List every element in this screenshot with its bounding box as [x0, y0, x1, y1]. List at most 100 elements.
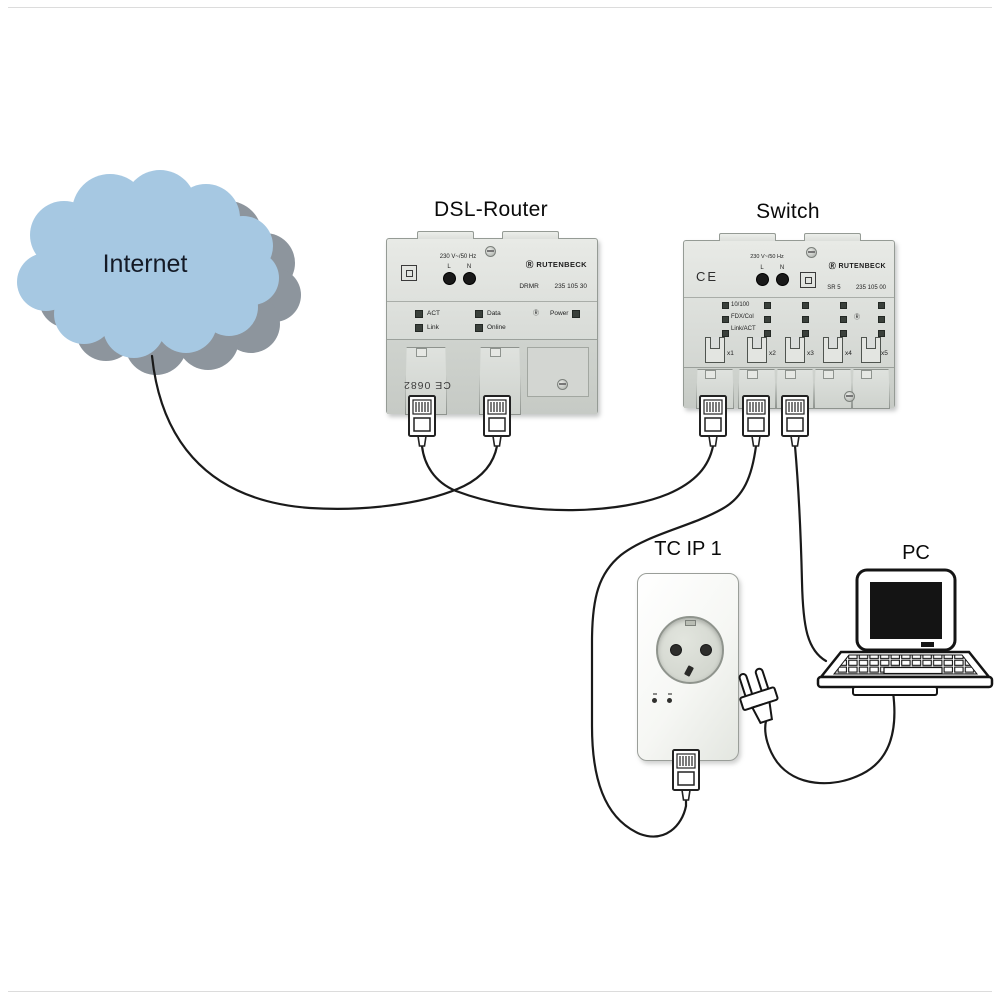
switch-title: Switch — [756, 200, 820, 223]
din-clip — [719, 233, 776, 241]
led-online: Online — [475, 324, 506, 332]
panel-divider — [684, 297, 894, 298]
terminal-l-label: L — [760, 265, 764, 271]
socket-hole-right — [700, 644, 712, 656]
cable-dsl-router-to-switch — [420, 444, 715, 512]
pc-laptop — [816, 568, 994, 696]
socket-hole-left — [670, 644, 682, 656]
port-label-x4: x4 — [845, 350, 852, 357]
cable-pc-to-power-plug — [764, 690, 896, 785]
switch-port-cover — [814, 369, 852, 409]
led-square — [415, 310, 423, 318]
terminal-n — [463, 272, 476, 285]
din-clip — [502, 231, 559, 239]
switch-r-mark: Ⓡ — [854, 315, 861, 321]
protection-class-icon — [401, 265, 417, 281]
port-label-x2: x2 — [769, 350, 776, 357]
led-square — [475, 324, 483, 332]
pc-screen — [870, 582, 942, 639]
led-row-label-link: Link/ACT — [731, 326, 756, 332]
router-brand: Ⓡ RUTENBECK — [525, 260, 587, 269]
pc-spacebar — [883, 666, 943, 675]
tcip-device — [637, 573, 739, 761]
terminal-n-label: N — [779, 265, 785, 271]
terminal-l — [443, 272, 456, 285]
pc-title: PC — [902, 542, 930, 564]
rj45-plug-router-port2 — [483, 395, 511, 447]
led-row-label-duplex: FDX/Col — [731, 314, 754, 320]
panel-divider — [387, 301, 597, 302]
internet-label: Internet — [102, 250, 188, 278]
dsl-router-device: 230 V~/50 Hz L N Ⓡ RUTENBECK DRMR 235 10… — [386, 231, 598, 415]
led-square — [572, 310, 581, 318]
internet-cloud — [17, 170, 279, 358]
screw-icon — [485, 246, 496, 257]
port-label-x1: x1 — [727, 350, 734, 357]
cable-switch-to-pc — [793, 444, 828, 663]
screw-icon — [806, 247, 817, 258]
switch-ce-mark: CE — [695, 269, 719, 284]
led-data: Data — [475, 310, 501, 318]
tcip-title: TC IP 1 — [654, 538, 722, 560]
screw-icon — [557, 379, 568, 390]
din-clip — [804, 233, 861, 241]
switch-led-column-2 — [764, 302, 771, 337]
switch-port-x2 — [747, 337, 767, 363]
led-power: Power — [550, 310, 581, 318]
switch-port-x5 — [861, 337, 881, 363]
switch-led-column-5 — [878, 302, 885, 337]
switch-brand: Ⓡ RUTENBECK — [828, 263, 886, 270]
port-label-x3: x3 — [807, 350, 814, 357]
router-part-number: 235 105 30 — [554, 283, 587, 290]
schuko-socket — [656, 616, 724, 684]
router-model: DRMR — [519, 283, 539, 290]
led-tick — [653, 693, 657, 695]
led-square — [415, 324, 423, 332]
switch-led-column-3 — [802, 302, 809, 337]
cable-switch-to-tcip — [590, 444, 758, 838]
rj45-plug-switch-x2 — [742, 395, 770, 447]
rj45-plug-router-port1 — [408, 395, 436, 447]
power-plug — [738, 667, 779, 725]
router-voltage-label: 230 V~/50 Hz — [439, 254, 477, 260]
switch-led-column-4 — [840, 302, 847, 337]
socket-top-notch — [685, 620, 696, 626]
rutenbeck-logo: Ⓡ — [828, 263, 837, 270]
dsl-router-title: DSL-Router — [434, 198, 548, 221]
pc-screen-logo — [921, 642, 934, 647]
led-row-label-speed: 10/100 — [731, 302, 750, 308]
led-tick — [668, 693, 672, 695]
din-clip — [417, 231, 474, 239]
switch-port-x3 — [785, 337, 805, 363]
switch-port-x1 — [705, 337, 725, 363]
led-square — [475, 310, 483, 318]
rj45-plug-switch-x1 — [699, 395, 727, 447]
switch-voltage-label: 230 V~/50 Hz — [750, 254, 784, 260]
rj45-plug-tcip — [672, 749, 700, 801]
rutenbeck-logo: Ⓡ — [525, 260, 534, 269]
terminal-n-label: N — [466, 264, 472, 270]
tcip-led-2 — [667, 698, 672, 703]
frame-line-bottom — [8, 991, 992, 992]
router-model-line: DRMR 235 105 30 — [519, 283, 587, 291]
terminal-l — [756, 273, 769, 286]
cable-internet-to-dsl-router — [150, 354, 499, 510]
switch-part-number: 235 105 00 — [855, 285, 886, 291]
switch-model: SR 5 — [827, 285, 841, 291]
switch-port-x4 — [823, 337, 843, 363]
router-r-mark: Ⓡ — [533, 311, 540, 317]
protection-class-icon — [800, 272, 816, 288]
terminal-l-label: L — [447, 264, 451, 270]
switch-model-line: SR 5 235 105 00 — [827, 285, 886, 291]
port-label-x5: x5 — [881, 350, 888, 357]
tcip-led-1 — [652, 698, 657, 703]
pc-front-tray — [852, 686, 938, 696]
screw-icon — [844, 391, 855, 402]
terminal-n — [776, 273, 789, 286]
led-link: Link — [415, 324, 439, 332]
led-act: ACT — [415, 310, 440, 318]
frame-line-top — [8, 7, 992, 8]
